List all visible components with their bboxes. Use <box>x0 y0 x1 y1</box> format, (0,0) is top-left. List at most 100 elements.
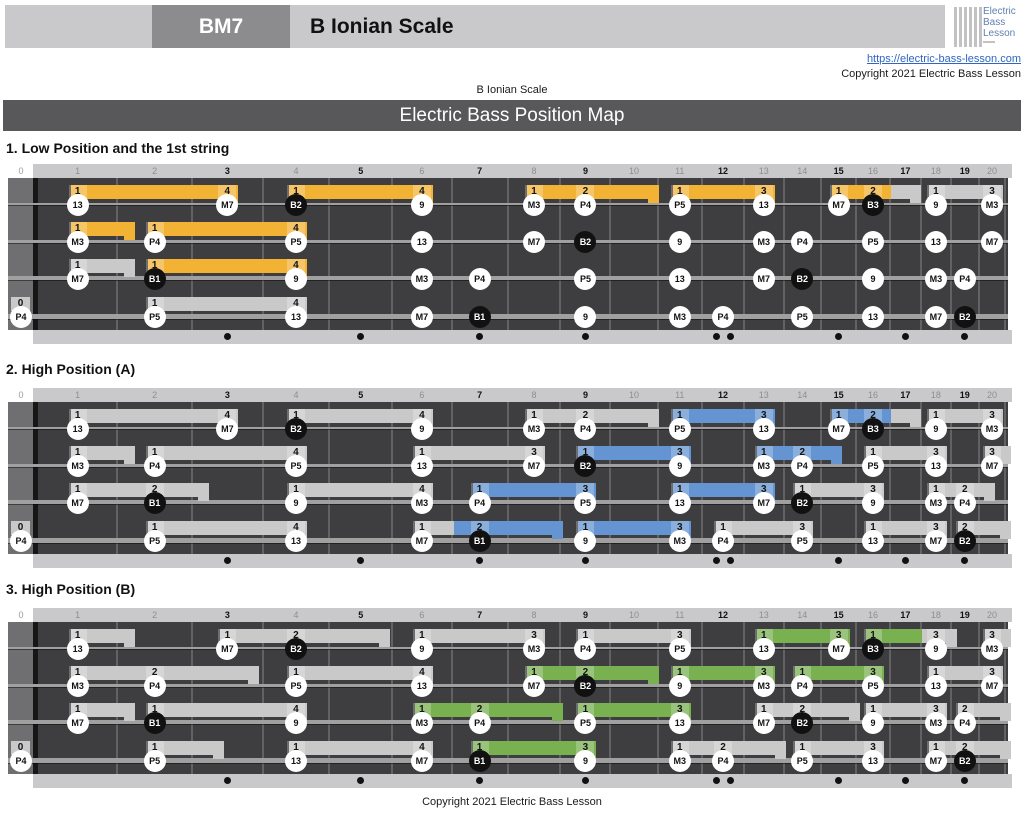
bar-segment <box>472 483 597 497</box>
note-marker: M7 <box>827 194 850 216</box>
logo-line: Bass <box>983 17 1006 28</box>
bar-end-tab <box>227 409 239 427</box>
note-marker: P5 <box>574 268 597 290</box>
bar-segment <box>70 703 135 717</box>
fret-line <box>191 622 194 774</box>
bar-end-tab <box>679 703 691 721</box>
bar-segment <box>928 483 995 497</box>
fret-number: 11 <box>675 166 685 176</box>
fret-line <box>743 178 745 330</box>
note-marker: M7 <box>827 638 850 660</box>
fret-line <box>656 178 659 330</box>
fret-marker-strip <box>33 330 1012 344</box>
fret-number: 1 <box>75 610 81 620</box>
fret-marker-dot <box>476 777 484 784</box>
note-marker: B1 <box>143 492 166 514</box>
note-marker: M7 <box>981 675 1004 697</box>
fret-line <box>1004 402 1007 554</box>
note-marker: 9 <box>284 492 307 514</box>
note-marker: M7 <box>523 675 546 697</box>
fret-marker-dot <box>726 777 734 784</box>
note-marker: 13 <box>861 530 884 552</box>
bar-end-tab <box>647 409 659 427</box>
note-marker: P5 <box>668 638 691 660</box>
note-marker: P5 <box>143 530 166 552</box>
fret-line <box>855 402 858 554</box>
note-marker: P4 <box>791 675 814 697</box>
website-link[interactable]: https://electric-bass-lesson.com <box>866 53 1021 65</box>
string-line <box>8 276 1008 280</box>
fret-number: 2 <box>152 166 158 176</box>
note-marker: 13 <box>861 750 884 772</box>
note-marker: 9 <box>668 455 691 477</box>
note-marker: B2 <box>791 492 814 514</box>
fret-line <box>701 402 704 554</box>
note-marker: P5 <box>143 306 166 328</box>
logo-line: Electric <box>983 6 1016 17</box>
bar-end-tab <box>123 703 135 721</box>
fret-number: 20 <box>987 610 998 620</box>
bar-segment <box>672 483 775 497</box>
fret-number: 6 <box>419 166 425 176</box>
bar-end-tab <box>123 259 135 277</box>
note-marker: 13 <box>410 455 433 477</box>
bar-end-tab <box>838 629 850 647</box>
note-marker: 13 <box>668 712 691 734</box>
string-line <box>8 647 1008 649</box>
fret-line <box>820 622 823 774</box>
note-marker: 13 <box>410 231 433 253</box>
bar-end-tab <box>227 185 239 203</box>
note-marker: M3 <box>752 455 775 477</box>
string-line <box>8 500 1008 504</box>
bar-segment <box>716 521 814 535</box>
note-marker: M7 <box>66 492 89 514</box>
fret-line <box>261 622 264 774</box>
fret-number: 16 <box>867 610 878 620</box>
bar-segment <box>527 185 659 199</box>
note-marker: P4 <box>712 750 734 772</box>
fret-number: 14 <box>797 610 808 620</box>
bar-segment <box>147 297 307 311</box>
fret-number: 15 <box>833 166 844 176</box>
fret-marker-dot <box>223 777 231 784</box>
string-line <box>8 720 1008 724</box>
fret-marker-dot <box>961 777 969 784</box>
fret-number: 9 <box>582 166 588 176</box>
note-marker: 9 <box>861 712 884 734</box>
fret-number: 7 <box>477 166 483 176</box>
bar-segment <box>578 629 691 643</box>
fret-number: 14 <box>797 390 808 400</box>
fret-number: 10 <box>628 610 639 620</box>
bar-segment <box>288 741 433 755</box>
note-marker: M3 <box>66 455 89 477</box>
note-marker: B1 <box>143 268 166 290</box>
fret-marker-strip <box>33 774 1012 788</box>
note-marker: 13 <box>752 194 775 216</box>
note-marker: P4 <box>10 530 32 552</box>
fret-number: 17 <box>900 610 911 620</box>
string-line <box>8 757 1008 763</box>
bar-segment <box>756 446 843 460</box>
note-marker: B2 <box>953 750 976 772</box>
bar-end-tab <box>679 629 691 647</box>
bar-segment <box>865 703 947 717</box>
fret-marker-dot <box>712 333 720 340</box>
note-marker: P4 <box>10 750 32 772</box>
section-heading: 3. High Position (B) <box>6 581 136 597</box>
bar-segment <box>527 409 659 423</box>
fret-line <box>920 622 923 774</box>
note-marker: M3 <box>924 492 947 514</box>
fret-line <box>949 178 952 330</box>
bar-end-tab <box>123 222 135 240</box>
note-marker: B2 <box>953 306 976 328</box>
bar-end-tab <box>647 666 659 684</box>
fret-number: 15 <box>833 610 844 620</box>
fret-number: 16 <box>867 390 878 400</box>
